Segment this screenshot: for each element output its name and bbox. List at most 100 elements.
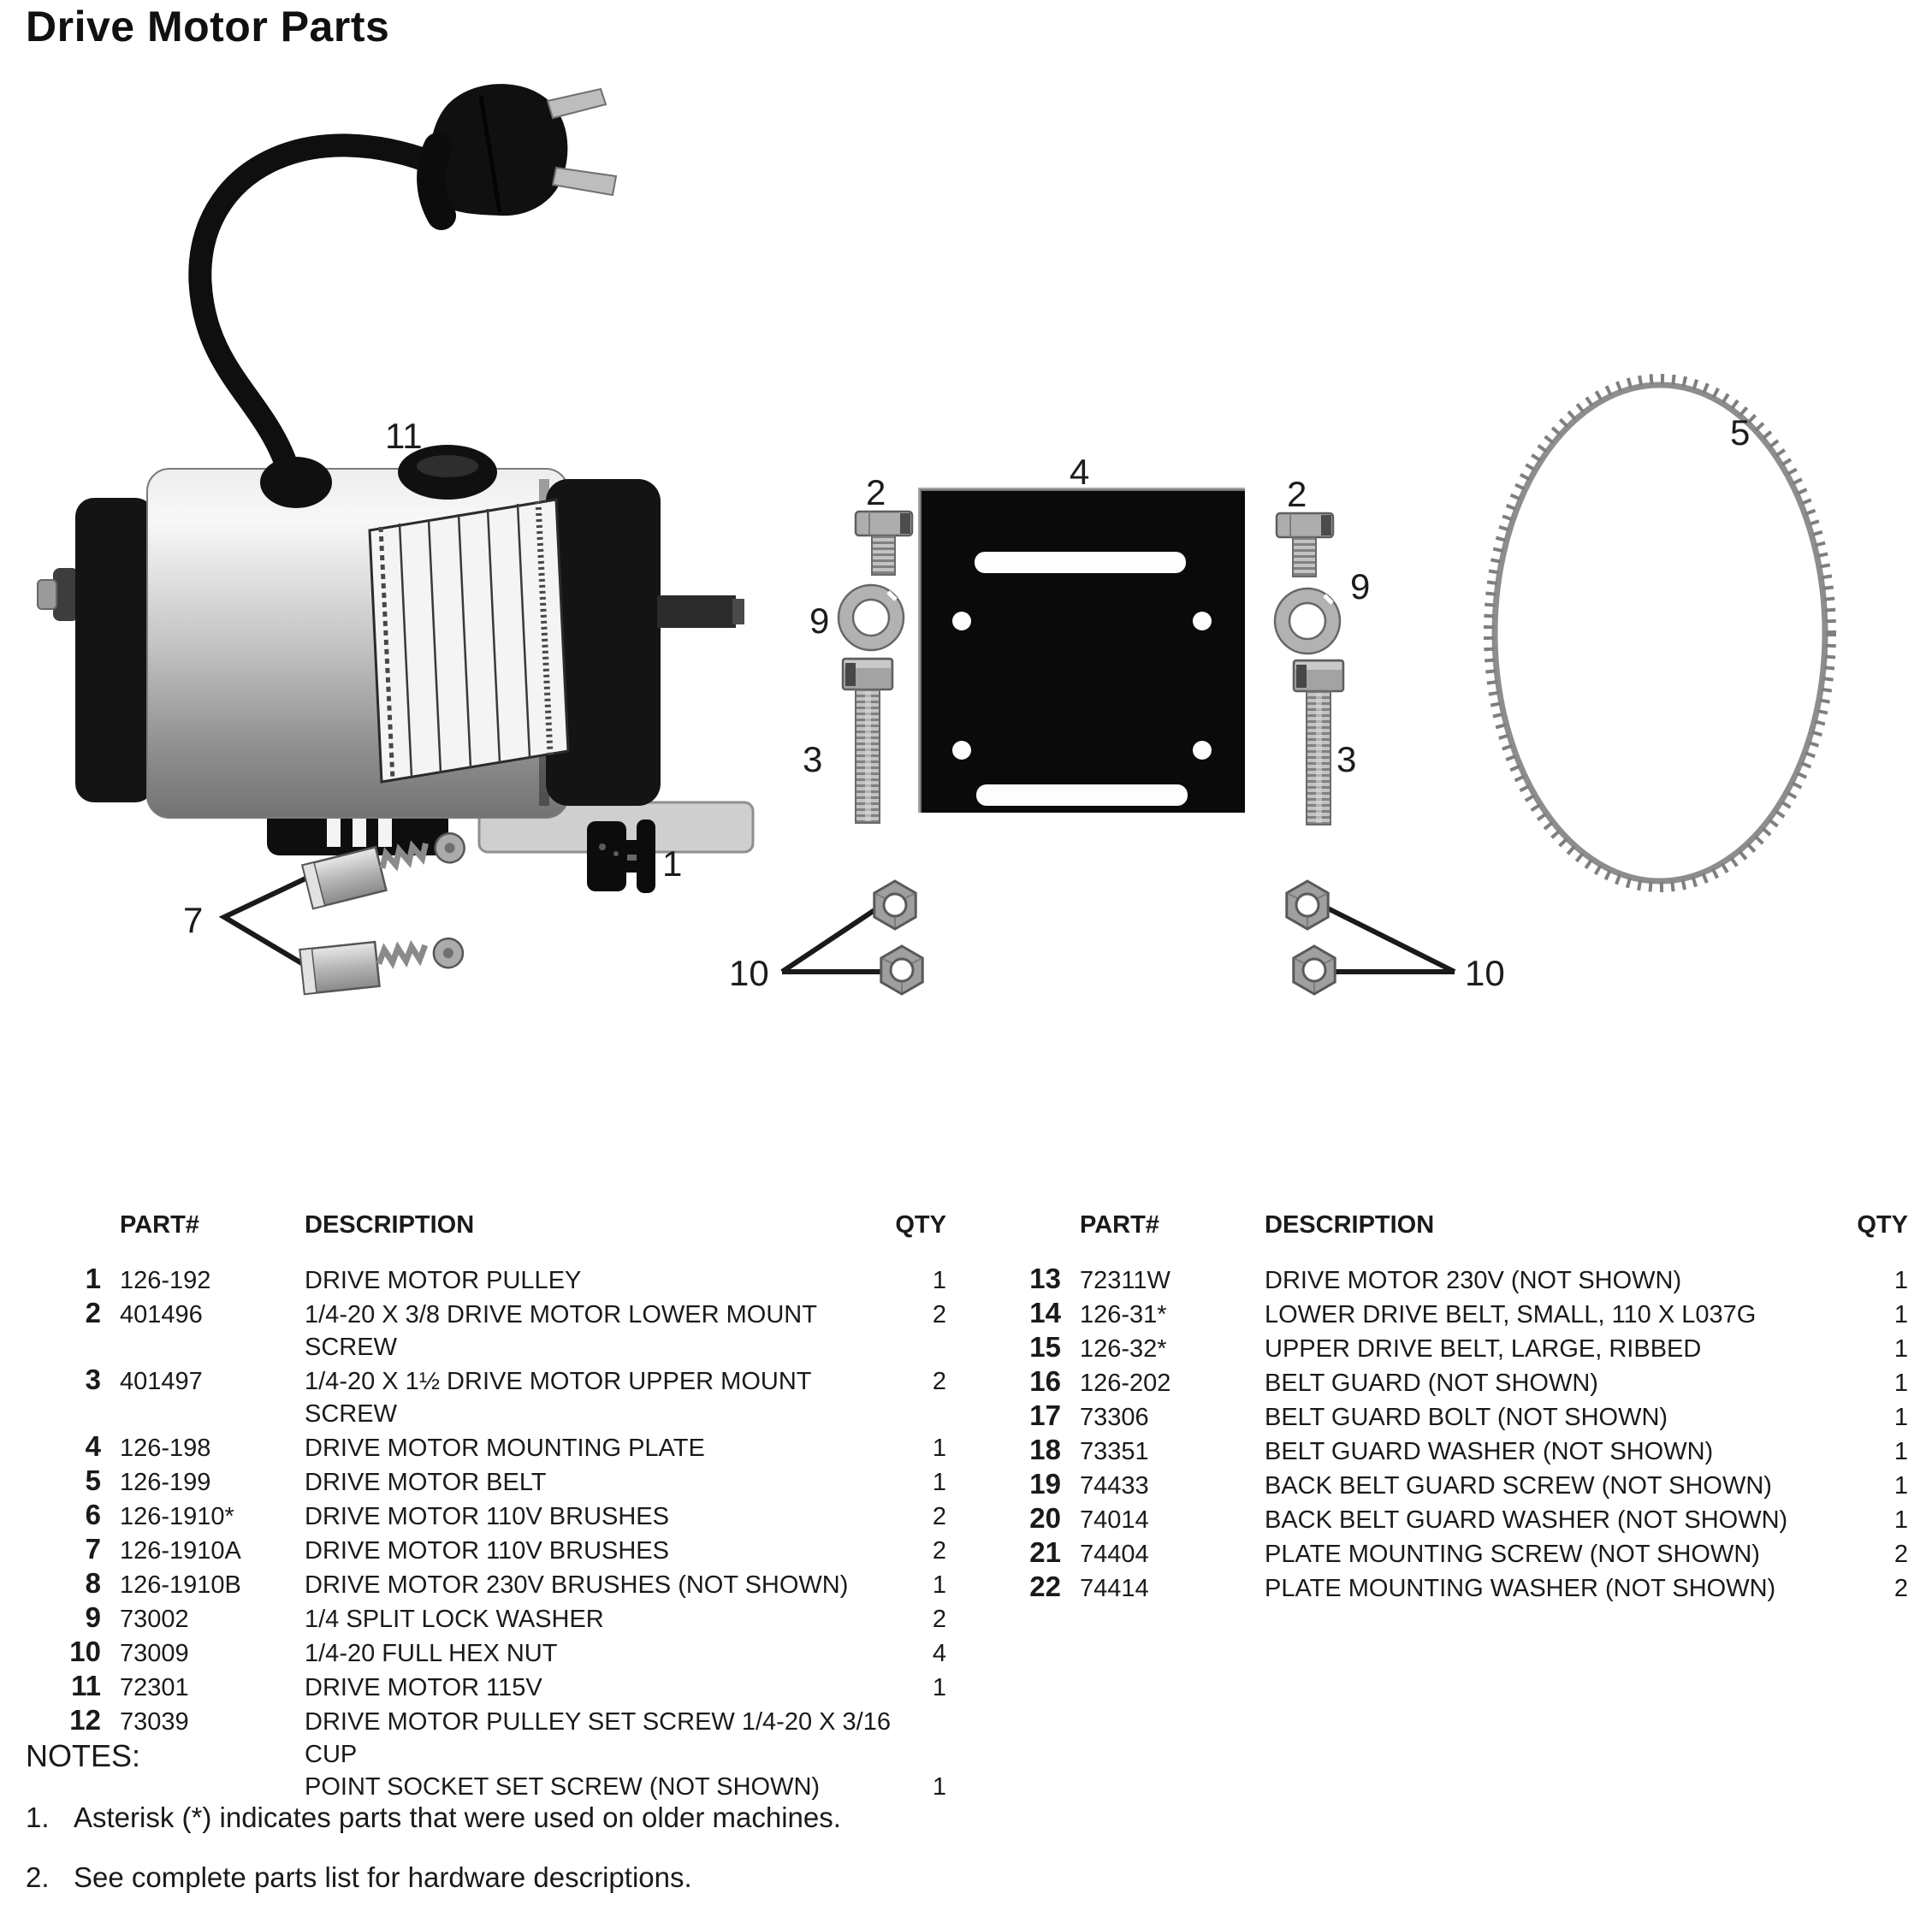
- table-row: 17 73306 BELT GUARD BOLT (NOT SHOWN) 1: [1008, 1399, 1908, 1434]
- hex-nuts-right: 10: [1285, 879, 1505, 996]
- row-num: 5: [85, 1464, 101, 1496]
- row-num: 14: [1029, 1297, 1061, 1328]
- row-part: 126-1910*: [120, 1503, 234, 1530]
- row-desc: DRIVE MOTOR 115V: [305, 1674, 542, 1701]
- row-num: 16: [1029, 1365, 1061, 1397]
- row-desc: 1/4-20 FULL HEX NUT: [305, 1640, 558, 1667]
- row-num: 2: [85, 1297, 101, 1328]
- row-qty: 2: [932, 1368, 946, 1395]
- row-qty: 1: [932, 1773, 946, 1801]
- row-desc: DRIVE MOTOR PULLEY SET SCREW 1/4-20 X 3/…: [305, 1708, 891, 1768]
- callout-2-screw: 2: [1287, 474, 1307, 514]
- row-qty: 1: [1893, 1506, 1908, 1534]
- header-description: DESCRIPTION: [1265, 1211, 1435, 1239]
- table-row: 11 72301 DRIVE MOTOR 115V 1: [48, 1670, 946, 1704]
- row-desc: BELT GUARD WASHER (NOT SHOWN): [1265, 1438, 1714, 1465]
- row-num: 9: [85, 1601, 101, 1633]
- exploded-parts-diagram: 11 1: [37, 84, 1836, 996]
- table-row: 19 74433 BACK BELT GUARD SCREW (NOT SHOWN)…: [1008, 1468, 1908, 1502]
- row-part: 74414: [1080, 1575, 1149, 1602]
- row-part: 72311W: [1080, 1267, 1170, 1294]
- row-num: 4: [85, 1430, 101, 1462]
- table-row: 14 126-31* LOWER DRIVE BELT, SMALL, 110 X …: [1008, 1297, 1908, 1331]
- row-part: 126-192: [120, 1267, 211, 1294]
- notes-section: NOTES: 1. Asterisk (*) indicates parts t…: [26, 1738, 1052, 1894]
- note-text: See complete parts list for hardware des…: [74, 1861, 692, 1893]
- row-part: 74433: [1080, 1472, 1149, 1500]
- upper-mount-screw-left: 3: [803, 657, 894, 825]
- callout-4-mounting-plate: 4: [1070, 452, 1089, 492]
- row-num: 11: [71, 1670, 101, 1701]
- motor-nameplate: [368, 498, 570, 784]
- row-part: 126-1910A: [120, 1537, 241, 1565]
- row-part: 126-31*: [1080, 1301, 1167, 1328]
- row-qty: 1: [932, 1674, 946, 1701]
- row-desc: DRIVE MOTOR 230V (NOT SHOWN): [1265, 1267, 1682, 1294]
- row-desc: DRIVE MOTOR 230V BRUSHES (NOT SHOWN): [305, 1571, 849, 1599]
- callout-10-nut: 10: [729, 953, 769, 993]
- leader-line-10: [780, 908, 881, 974]
- row-qty: 1: [1893, 1301, 1908, 1328]
- callout-3-bolt: 3: [803, 739, 822, 779]
- row-qty: 1: [1893, 1404, 1908, 1431]
- row-num: 19: [1029, 1468, 1061, 1500]
- row-desc: DRIVE MOTOR MOUNTING PLATE: [305, 1435, 705, 1462]
- row-desc: DRIVE MOTOR 110V BRUSHES: [305, 1537, 669, 1565]
- row-num: 8: [85, 1567, 101, 1599]
- cord-grommet: [260, 457, 332, 508]
- hex-nuts-left: 10: [729, 879, 924, 996]
- row-desc: LOWER DRIVE BELT, SMALL, 110 X L037G: [1265, 1301, 1757, 1328]
- note-item: 1. Asterisk (*) indicates parts that wer…: [26, 1802, 1052, 1834]
- drive-motor-brushes: 7: [183, 832, 465, 996]
- plug-prong: [551, 166, 618, 197]
- row-part: 74404: [1080, 1541, 1149, 1568]
- callout-5-belt: 5: [1730, 412, 1750, 453]
- header-part: PART#: [1080, 1211, 1159, 1239]
- row-desc: 1/4-20 X 3/8 DRIVE MOTOR LOWER MOUNT SCR…: [305, 1301, 817, 1361]
- row-qty: 2: [1893, 1541, 1908, 1568]
- row-num: 17: [1029, 1399, 1061, 1431]
- row-qty: 1: [1893, 1267, 1908, 1294]
- row-part: 126-199: [120, 1469, 211, 1496]
- row-part: 74014: [1080, 1506, 1149, 1534]
- row-desc: BELT GUARD BOLT (NOT SHOWN): [1265, 1404, 1668, 1431]
- power-plug: [417, 84, 618, 230]
- header-part: PART#: [120, 1211, 199, 1239]
- drive-motor-115v: 11: [37, 416, 755, 855]
- row-qty: 1: [932, 1469, 946, 1496]
- row-num: 3: [85, 1364, 101, 1395]
- row-qty: 2: [932, 1503, 946, 1530]
- row-qty: 2: [932, 1301, 946, 1328]
- row-qty: 1: [1893, 1472, 1908, 1500]
- row-qty: 4: [932, 1640, 946, 1667]
- row-qty: 2: [932, 1537, 946, 1565]
- row-desc: BACK BELT GUARD SCREW (NOT SHOWN): [1265, 1472, 1772, 1500]
- page-title: Drive Motor Parts: [26, 3, 390, 50]
- row-num: 6: [85, 1499, 101, 1530]
- row-part: 73306: [1080, 1404, 1149, 1431]
- row-num: 10: [69, 1636, 101, 1667]
- note-number: 1.: [26, 1802, 50, 1833]
- row-desc: PLATE MOUNTING WASHER (NOT SHOWN): [1265, 1575, 1776, 1602]
- row-num: 1: [85, 1263, 101, 1294]
- lock-washer-right: 9: [1275, 566, 1370, 654]
- row-part: 72301: [120, 1674, 189, 1701]
- callout-3-bolt: 3: [1336, 739, 1356, 779]
- row-desc: BACK BELT GUARD WASHER (NOT SHOWN): [1265, 1506, 1788, 1534]
- callout-11-motor: 11: [385, 416, 423, 456]
- header-description: DESCRIPTION: [305, 1211, 475, 1239]
- note-number: 2.: [26, 1861, 50, 1893]
- row-part: 401497: [120, 1368, 203, 1395]
- drive-motor-pulley: 1: [587, 819, 682, 893]
- row-num: 22: [1029, 1571, 1061, 1602]
